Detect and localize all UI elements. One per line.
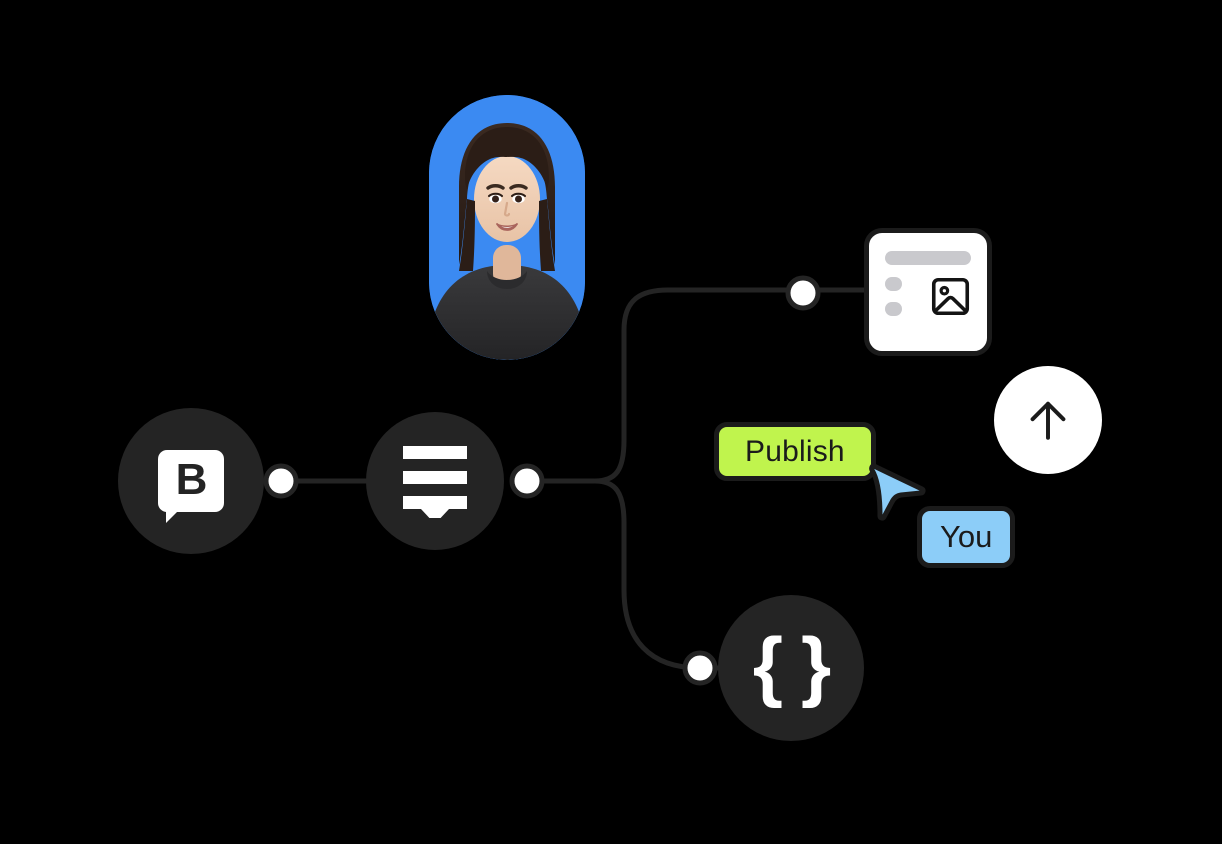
- document-card[interactable]: [864, 228, 992, 356]
- connector-dot-code[interactable]: [682, 650, 718, 686]
- doc-skeleton-line-1: [885, 251, 971, 265]
- brand-letter: B: [175, 455, 208, 504]
- user-avatar[interactable]: [429, 95, 585, 360]
- connector-dot-content-branch[interactable]: [509, 463, 545, 499]
- doc-body-row: [885, 276, 971, 317]
- publish-button-label: Publish: [745, 434, 845, 468]
- collapse-lines-icon: [403, 446, 467, 518]
- doc-skeleton-line-3: [885, 302, 903, 316]
- avatar-photo: [429, 95, 585, 360]
- speech-bubble-b-icon: B: [158, 450, 224, 523]
- upload-button[interactable]: [994, 366, 1102, 474]
- mouse-cursor: [869, 463, 926, 521]
- connector-dot-brand-content[interactable]: [263, 463, 299, 499]
- you-tag-label: You: [940, 519, 993, 554]
- image-placeholder-icon: [931, 277, 970, 316]
- curly-braces-icon: { }: [752, 621, 831, 709]
- speech-bubble-tail: [166, 510, 179, 523]
- connector-dot-document[interactable]: [785, 275, 821, 311]
- code-node[interactable]: { }: [718, 595, 864, 741]
- arrow-up-icon: [1030, 401, 1066, 440]
- doc-skeleton-line-2: [885, 277, 903, 291]
- publish-button[interactable]: Publish: [714, 422, 876, 481]
- content-node[interactable]: [366, 412, 504, 550]
- you-tag: You: [917, 506, 1016, 568]
- brand-node[interactable]: B: [118, 408, 264, 554]
- doc-skeleton-group: [885, 277, 920, 316]
